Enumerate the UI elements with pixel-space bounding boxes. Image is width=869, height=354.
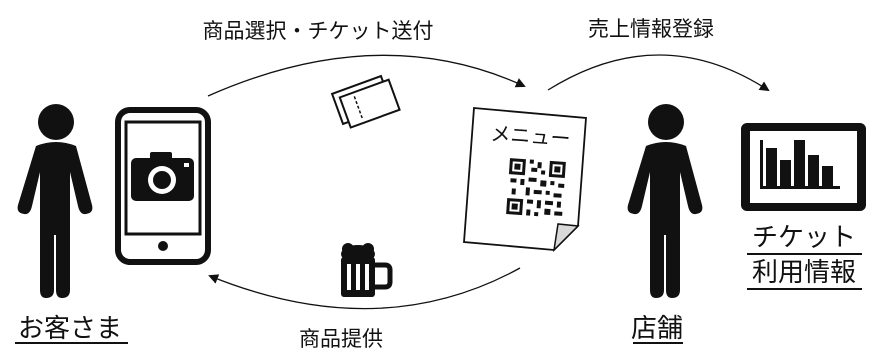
actor-label-store: 店舗 [631, 314, 683, 344]
ticket-icon [330, 74, 401, 129]
qr-code-icon [505, 157, 567, 219]
tablet-chart-icon [741, 123, 866, 211]
menu-title: メニュー [490, 121, 571, 151]
person-icon [627, 104, 703, 298]
tablet-caption-line1: チケット [752, 223, 856, 253]
actor-label-customer: お客さま [18, 314, 122, 344]
tablet-caption-line2: 利用情報 [752, 258, 856, 288]
arrow-customer-to-menu [207, 54, 526, 97]
flow-label-sales-register: 売上情報登録 [588, 17, 714, 41]
flow-label-select-send: 商品選択・チケット送付 [203, 19, 434, 43]
flow-label-provide-goods: 商品提供 [299, 327, 383, 351]
arrow-menu-to-tablet [547, 54, 770, 92]
arrow-store-to-customer [208, 267, 521, 310]
person-icon [17, 104, 93, 298]
beer-mug-icon [341, 243, 393, 297]
camera-icon [131, 152, 194, 201]
